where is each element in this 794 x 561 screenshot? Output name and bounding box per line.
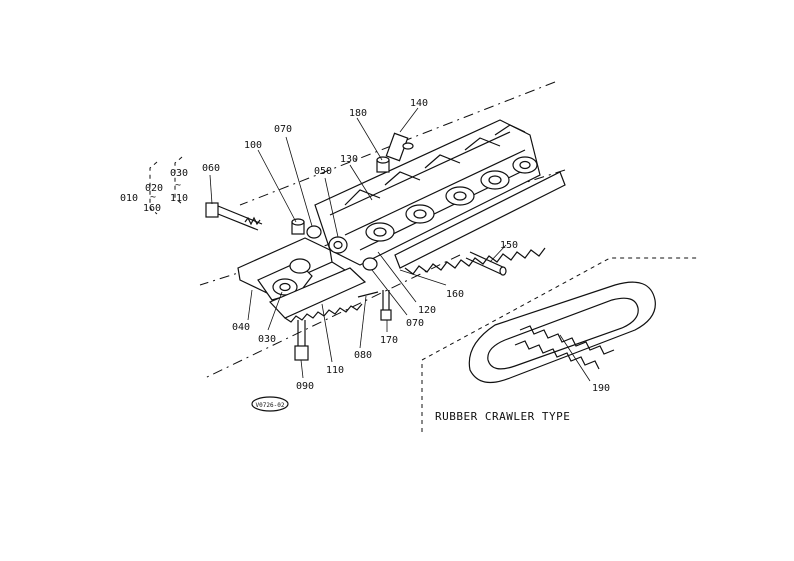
rubber-crawler-boundary xyxy=(421,257,700,432)
label-030: 030 xyxy=(258,334,276,345)
label-180: 180 xyxy=(349,108,367,119)
label-160-group: 160 xyxy=(143,203,161,214)
pin-140 xyxy=(385,132,414,162)
label-150: 150 xyxy=(500,240,518,251)
drawing-code-badge xyxy=(251,396,289,412)
label-090: 090 xyxy=(296,381,314,392)
leader-lines xyxy=(209,107,591,382)
drawing-code: V0726-02 xyxy=(256,402,285,409)
label-100: 100 xyxy=(244,140,262,151)
label-020: 020 xyxy=(145,183,163,194)
bushing-070-upper xyxy=(306,225,322,239)
track-link-assembly xyxy=(237,237,367,323)
pin-080 xyxy=(357,291,379,298)
label-110-group: 110 xyxy=(170,193,188,204)
bolt-060 xyxy=(205,202,263,231)
rubber-crawler-caption: RUBBER CRAWLER TYPE xyxy=(435,410,570,423)
label-tilde-1: ~ xyxy=(150,192,156,203)
label-030-group: 030 xyxy=(170,168,188,179)
label-010: 010 xyxy=(120,193,138,204)
label-070-upper: 070 xyxy=(274,124,292,135)
bushing-050 xyxy=(328,236,348,254)
label-110: 110 xyxy=(326,365,344,376)
label-120: 120 xyxy=(418,305,436,316)
label-170: 170 xyxy=(380,335,398,346)
label-050: 050 xyxy=(314,166,332,177)
label-190: 190 xyxy=(592,383,610,394)
bushing-070-lower xyxy=(362,257,378,271)
label-140: 140 xyxy=(410,98,428,109)
label-060: 060 xyxy=(202,163,220,174)
group-bracket-inner xyxy=(174,156,183,205)
rubber-crawler xyxy=(468,281,656,384)
label-070-lower: 070 xyxy=(406,318,424,329)
label-tilde-2: ~ xyxy=(175,180,181,191)
label-130: 130 xyxy=(340,154,358,165)
steel-track-chain xyxy=(314,119,566,275)
pin-150 xyxy=(465,251,507,276)
bolt-170 xyxy=(380,290,392,321)
label-040: 040 xyxy=(232,322,250,333)
label-080: 080 xyxy=(354,350,372,361)
label-160: 160 xyxy=(446,289,464,300)
bolt-090 xyxy=(294,320,309,361)
